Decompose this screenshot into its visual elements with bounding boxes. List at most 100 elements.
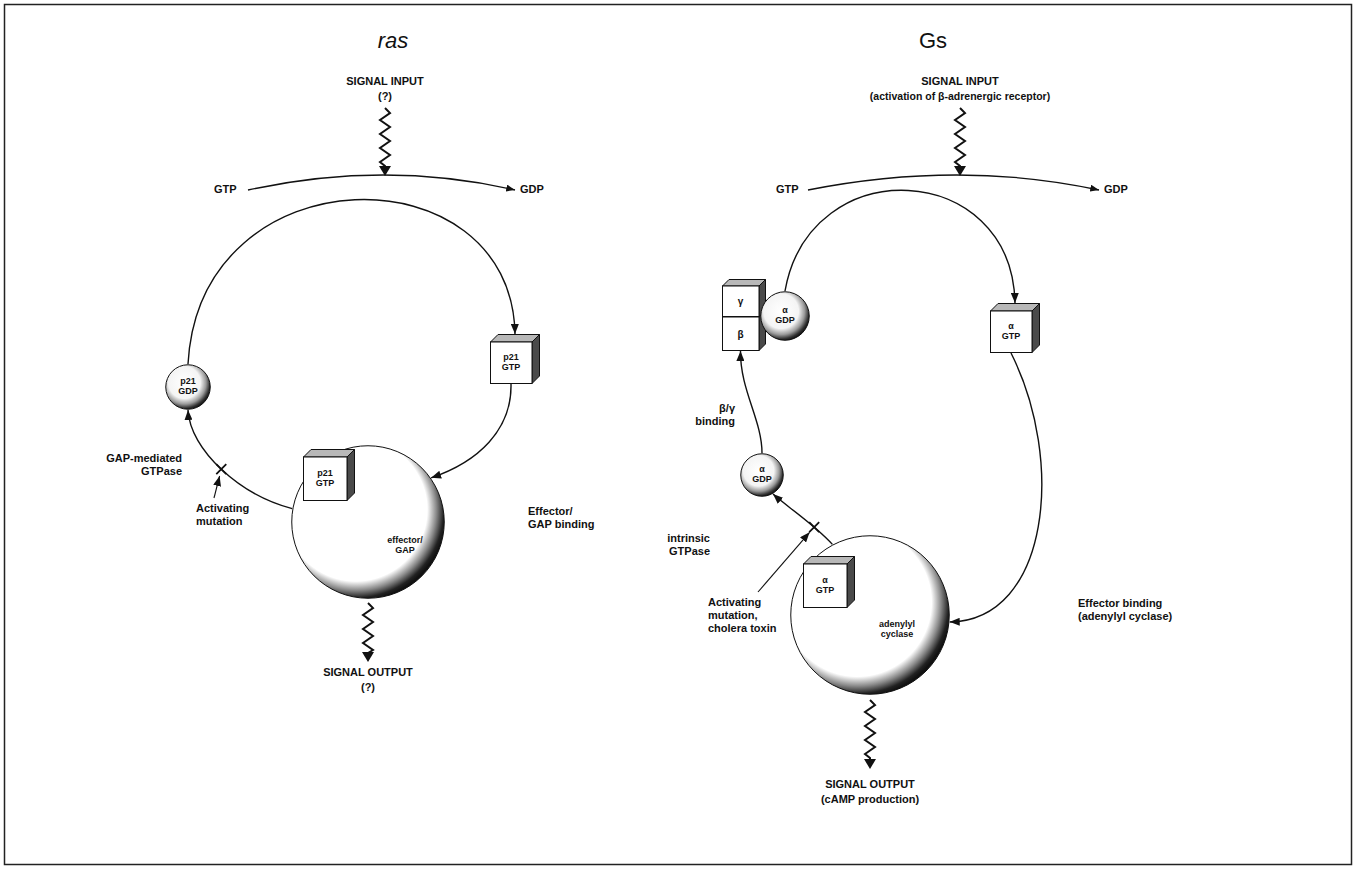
label-box: GTP [214,183,254,196]
label-box: ras [343,28,443,54]
cube-front [991,311,1033,353]
text-area: α GDP [760,291,810,341]
label-text: GDP [520,183,560,196]
block-mark [216,464,226,474]
label-box: Gs [883,28,983,54]
node-text: α GTP [1000,322,1022,342]
effector-circle: adenylyl cyclase α GTP [790,535,950,695]
label-box: SIGNAL INPUT [285,75,485,88]
panel-title: ras [343,28,443,54]
label-text: GAP-mediated GTPase [92,452,182,478]
label-text: SIGNAL INPUT [810,75,1110,88]
node-text: effector/ GAP [382,536,428,556]
cube-top [991,304,1040,312]
text-area: effector/ GAP [382,534,428,558]
label-box: (?) [268,681,468,694]
circle-outline [741,454,784,497]
cycle-arrow [188,200,515,364]
text-area: p21 GTP [303,457,347,501]
node-text: α GTP [814,576,836,596]
subunit-box: β [722,310,766,351]
cycle-arrow [188,410,292,509]
text-area: p21 GDP [165,364,211,410]
cube-top [804,557,855,565]
label-text: β/γ binding [687,402,735,428]
shape-outline [990,303,1040,353]
label-box: Effector/ GAP binding [528,505,597,531]
cube-front [723,286,760,317]
leader-arrow [214,476,220,498]
node-text: adenylyl cyclase [874,620,920,640]
label-box: GTP [776,183,816,196]
label-box: Activating mutation [196,502,266,528]
text-area: β [722,317,759,351]
cube-top [723,280,766,287]
signal-zigzag [380,108,390,168]
label-box: SIGNAL OUTPUT [770,778,970,791]
label-text: Effector/ GAP binding [528,505,597,531]
circle-outline [791,536,950,695]
label-box: GDP [520,183,560,196]
state-sphere: p21 GDP [165,364,211,410]
state-cube: γ [722,279,766,317]
text-area: p21 GTP [490,342,532,384]
label-text: (activation of β-adrenergic receptor) [810,90,1110,103]
label-box: (cAMP production) [770,793,970,806]
state-cube: p21 GTP [490,334,540,384]
label-box: β/γ binding [687,402,735,428]
text-area: α GDP [740,453,784,497]
label-text: (cAMP production) [770,793,970,806]
cycle-arrow [740,351,762,453]
cube-side [847,557,855,608]
signal-zigzag [363,603,373,654]
shape-outline [803,556,855,608]
label-box: intrinsic GTPase [650,532,710,558]
block-mark [809,522,819,532]
label-text: SIGNAL OUTPUT [268,666,468,679]
label-text: SIGNAL OUTPUT [770,778,970,791]
state-sphere: α GDP [740,453,784,497]
cube-side [347,450,355,501]
zigzag-head [362,652,374,662]
cube-front [491,342,533,384]
label-box: SIGNAL OUTPUT [268,666,468,679]
label-box: (activation of β-adrenergic receptor) [810,90,1110,103]
exchange-arrow [248,175,515,190]
cube-front [723,317,760,351]
text-area: α GTP [803,564,847,608]
signal-zigzag [865,700,875,760]
cube-top [304,450,355,458]
effector-circle: effector/ GAP p21 GTP [291,445,445,599]
cube-front [304,457,348,501]
label-text: GTP [776,183,816,196]
panel-title: Gs [883,28,983,54]
cycle-arrow [950,353,1042,622]
label-text: GDP [1104,183,1144,196]
circle-outline [761,292,810,341]
label-box: Effector binding (adenylyl cyclase) [1078,597,1178,623]
cube-top [491,335,540,343]
node-text: α GDP [773,306,797,326]
cube-side [1032,304,1040,353]
label-text: (?) [285,90,485,103]
exchange-arrow [808,175,1099,190]
signal-zigzag [955,108,965,168]
label-box: (?) [285,90,485,103]
state-cube: α GTP [803,556,855,608]
text-area: adenylyl cyclase [874,618,920,642]
node-text: α GDP [750,465,774,485]
node-text: γ [731,296,751,307]
text-area: γ [722,286,759,317]
label-box: Activating mutation, cholera toxin [708,596,786,636]
label-text: Activating mutation [196,502,266,528]
node-text: p21 GDP [174,377,202,397]
label-text: Activating mutation, cholera toxin [708,596,786,636]
label-text: intrinsic GTPase [650,532,710,558]
node-text: β [731,329,751,340]
circle-outline [166,365,211,410]
label-text: GTP [214,183,254,196]
state-cube: α GTP [990,303,1040,353]
node-text: p21 GTP [496,353,526,373]
